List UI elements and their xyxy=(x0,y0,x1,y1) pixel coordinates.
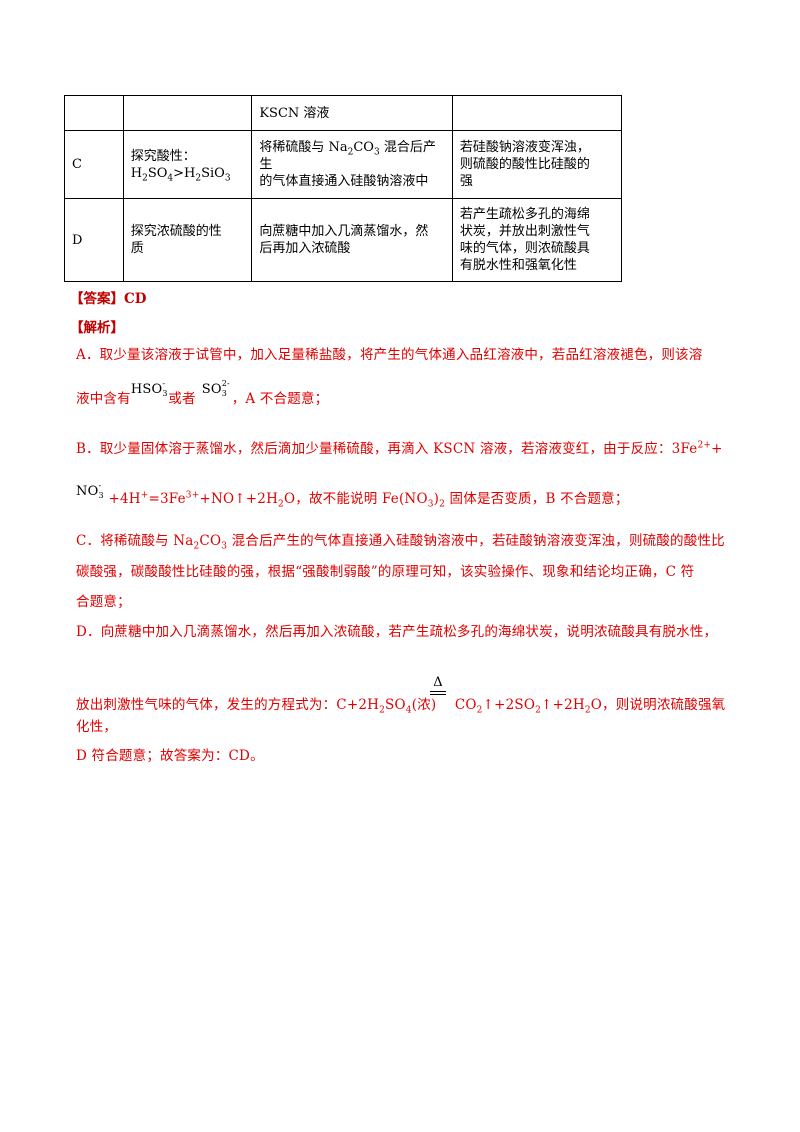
table-row: KSCN 溶液 xyxy=(64,95,623,131)
subscript: 2 xyxy=(584,705,591,716)
superscript: 3+ xyxy=(185,490,200,501)
cell-line: 味的气体，则浓硫酸具 xyxy=(459,241,590,256)
subscript: 2 xyxy=(535,705,542,716)
ion-index: 3 xyxy=(162,389,168,398)
cell-line: 后再加入浓硫酸 xyxy=(259,241,351,256)
text-span: C．将稀硫酸与 Na xyxy=(76,533,194,549)
cell-line: 有脱水性和强氧化性 xyxy=(459,258,577,273)
ion-base: HSO xyxy=(130,382,163,397)
analysis-line-d2: 放出刺激性气味的气体，发生的方程式为：C+2H2SO4(浓) CO2↑+2SO2… xyxy=(76,694,726,738)
text-span: +NO↑+2H xyxy=(199,491,279,507)
subscript: 2 xyxy=(379,705,386,716)
text-span: 放出刺激性气味的气体，发生的方程式为：C+2H xyxy=(76,697,380,713)
analysis-label: 【解析】 xyxy=(70,320,124,336)
table-row: C 探究酸性： H2SO4>H2SiO3 将稀硫酸与 Na2CO3 混合后产生 … xyxy=(64,130,623,199)
subscript: 2 xyxy=(193,541,200,552)
ion-base: SO xyxy=(201,382,222,397)
ion-index: 3 xyxy=(98,491,104,500)
table-cell: 若硅酸钠溶液变浑浊， 则硫酸的酸性比硅酸的 强 xyxy=(451,130,623,199)
subscript: 4 xyxy=(405,705,412,716)
analysis-line-c1: C．将稀硫酸与 Na2CO3 混合后产生的气体直接通入硅酸钠溶液中，若硅酸钠溶液… xyxy=(76,530,726,552)
table-cell: 探究酸性： H2SO4>H2SiO3 xyxy=(122,130,253,199)
text-span: SO xyxy=(385,697,406,713)
cell-line: 探究浓硫酸的性 xyxy=(130,224,222,239)
cell-line: 若产生疏松多孔的海绵 xyxy=(459,207,590,222)
analysis-line-c2: 碳酸强，碳酸酸性比硅酸的强，根据“强酸制弱酸”的原理可知，该实验操作、现象和结论… xyxy=(76,564,695,580)
text-span: ) xyxy=(433,491,440,507)
text-span: 固体是否变质，B 不合题意； xyxy=(445,491,629,507)
analysis-line-a1: A．取少量该溶液于试管中，加入足量稀盐酸，将产生的气体通入品红溶液中，若品红溶液… xyxy=(76,347,703,363)
subscript: 3 xyxy=(221,541,228,552)
subscript: 2 xyxy=(278,499,284,510)
ion-charge: - xyxy=(98,481,102,490)
cell-line: 状炭，并放出刺激性气 xyxy=(459,224,590,239)
analysis-line-b2: NO-3+4H+=3Fe3++NO↑+2H2O，故不能说明 Fe(NO3)2 固… xyxy=(76,481,726,511)
analysis-line-d3: D 符合题意；故答案为：CD。 xyxy=(76,748,264,764)
answer-value: CD xyxy=(124,291,147,307)
table-cell: 若产生疏松多孔的海绵 状炭，并放出刺激性气 味的气体，则浓硫酸具 有脱水性和强氧… xyxy=(451,198,623,282)
text-span: 混合后产生的气体直接通入硅酸钠溶液中，若硅酸钠溶液变浑浊，则硫酸的酸性比 xyxy=(227,533,725,549)
ion-charge: - xyxy=(162,379,166,388)
cell-line: 质 xyxy=(130,241,144,256)
text-span: O，则说明浓硫酸强氧化性， xyxy=(76,697,726,735)
analysis-line-d1: D．向蔗糖中加入几滴蒸馏水，然后再加入浓硫酸，若产生疏松多孔的海绵状炭，说明浓硫… xyxy=(76,624,718,640)
table-cell: C xyxy=(64,130,124,199)
text-span: B．取少量固体溶于蒸馏水，然后滴加少量稀硫酸，再滴入 KSCN 溶液，若溶液变红… xyxy=(76,441,698,457)
text-span: ，A 不合题意； xyxy=(231,391,329,407)
answer-label: 【答案】CD xyxy=(70,287,146,307)
analysis-line-c3: 合题意； xyxy=(76,594,131,610)
cell-line: 的气体直接通入硅酸钠溶液中 xyxy=(259,174,429,189)
experiment-table: KSCN 溶液 C 探究酸性： H2SO4>H2SiO3 将稀硫酸与 Na2CO… xyxy=(64,95,623,282)
cell-line: H2SO4>H2SiO3 xyxy=(130,165,231,184)
table-cell: D xyxy=(64,198,124,282)
table-cell: 向蔗糖中加入几滴蒸馏水，然 后再加入浓硫酸 xyxy=(251,198,453,282)
text-span: +4H xyxy=(108,491,141,507)
text-span: (浓) xyxy=(411,697,437,713)
cell-line: 强 xyxy=(459,174,473,189)
text-span: CO xyxy=(450,697,477,713)
subscript: 3 xyxy=(427,499,434,510)
table-row: D 探究浓硫酸的性 质 向蔗糖中加入几滴蒸馏水，然 后再加入浓硫酸 若产生疏松多… xyxy=(64,198,623,282)
analysis-line-b1: B．取少量固体溶于蒸馏水，然后滴加少量稀硫酸，再滴入 KSCN 溶液，若溶液变红… xyxy=(76,438,726,460)
no3-ion: NO-3 xyxy=(76,481,104,503)
text-span: CO xyxy=(199,533,222,549)
text-span: =3Fe xyxy=(148,491,186,507)
table-cell xyxy=(122,95,253,131)
delta-symbol: Δ xyxy=(433,675,443,690)
table-cell: 探究浓硫酸的性 质 xyxy=(122,198,253,282)
cell-line: 则硫酸的酸性比硅酸的 xyxy=(459,157,590,172)
text-span: 或者 xyxy=(168,391,196,407)
text-span: ↑+2H xyxy=(541,697,585,713)
table-cell: KSCN 溶液 xyxy=(251,95,453,131)
cell-line: 探究酸性： xyxy=(130,148,196,164)
answer-label-text: 【答案】 xyxy=(70,291,124,307)
superscript: + xyxy=(140,490,149,501)
heat-symbol: Δ xyxy=(430,675,446,695)
table-cell xyxy=(64,95,124,131)
cell-line: 将稀硫酸与 Na2CO3 混合后产生 xyxy=(259,140,436,172)
table-cell xyxy=(451,95,623,131)
text-span: 液中含有 xyxy=(76,391,131,407)
cell-line: 向蔗糖中加入几滴蒸馏水，然 xyxy=(259,224,429,239)
hso3-ion: HSO-3 xyxy=(130,379,168,401)
ion-base: NO xyxy=(76,484,99,499)
subscript: 2 xyxy=(476,705,483,716)
equals-bar xyxy=(430,691,446,695)
superscript: 2+ xyxy=(697,440,712,451)
cell-line: 若硅酸钠溶液变浑浊， xyxy=(459,140,590,155)
ion-index: 3 xyxy=(221,389,227,398)
text-span: + xyxy=(711,441,723,457)
text-span: ↑+2SO xyxy=(482,697,536,713)
table-cell: 将稀硫酸与 Na2CO3 混合后产生 的气体直接通入硅酸钠溶液中 xyxy=(251,130,453,199)
subscript: 2 xyxy=(439,499,446,510)
ion-charge: 2- xyxy=(221,379,230,388)
text-span: O，故不能说明 Fe(NO xyxy=(283,491,428,507)
